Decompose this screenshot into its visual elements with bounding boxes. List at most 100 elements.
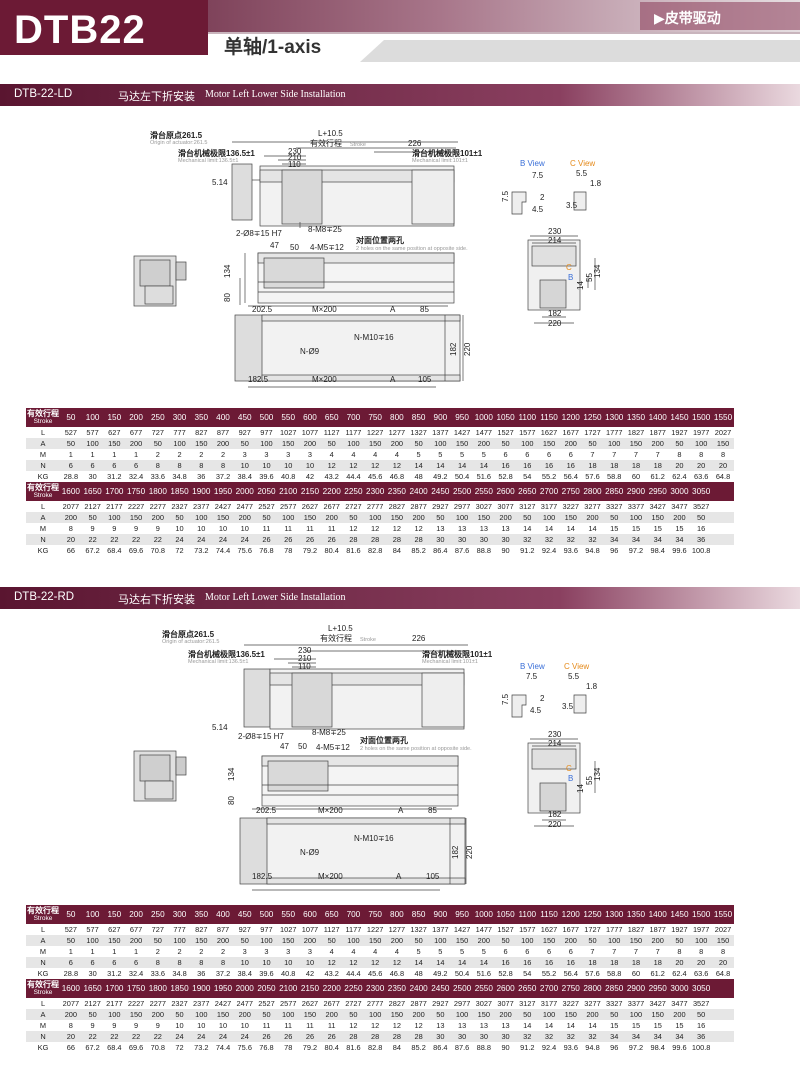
row-label: N <box>26 957 60 968</box>
table-cell: 4 <box>342 946 365 957</box>
row-label: L <box>26 998 60 1009</box>
nm10-spec: N-M10∓16 <box>354 333 394 342</box>
table-cell: 7 <box>646 946 669 957</box>
table-cell: 6 <box>81 957 104 968</box>
table-cell: 22 <box>146 1031 169 1042</box>
table-cell: 48 <box>407 471 430 482</box>
table-cell: 12 <box>320 957 343 968</box>
table-cell: 13 <box>494 523 517 534</box>
table-cell: 100 <box>603 935 626 946</box>
dim-220: 220 <box>465 845 474 859</box>
table-cell: 6 <box>494 449 517 460</box>
stroke-value: 200 <box>125 905 147 924</box>
row-label: M <box>26 449 60 460</box>
table-cell: 18 <box>603 460 626 471</box>
dim-47: 47 <box>270 241 279 250</box>
stroke-value: 350 <box>190 408 213 427</box>
table-cell: 8 <box>212 957 234 968</box>
table-cell: 100 <box>81 935 104 946</box>
table-cell: 30 <box>429 1031 452 1042</box>
table-cell: 1277 <box>386 427 408 438</box>
table-cell: 50 <box>255 512 278 523</box>
section-title-en: Motor Left Lower Side Installation <box>205 592 346 603</box>
stroke-value: 450 <box>233 905 256 924</box>
table-cell: 8 <box>190 957 213 968</box>
table-cell: 32 <box>581 1031 604 1042</box>
table-cell: 50 <box>690 512 713 523</box>
technical-drawing-rd: 滑台原点261.5 Origin of actuator:261.5 L+10.… <box>133 624 602 891</box>
table-cell: 13 <box>429 523 452 534</box>
table-cell: 3 <box>233 946 256 957</box>
row-label: M <box>26 1020 60 1031</box>
table-cell: 2327 <box>168 998 191 1009</box>
table-cell: 200 <box>146 512 169 523</box>
stroke-value: 2750 <box>559 979 582 998</box>
table-cell: 1477 <box>472 427 495 438</box>
table-cell: 5 <box>407 946 430 957</box>
stroke-value: 1050 <box>494 905 517 924</box>
table-cell: 1827 <box>625 924 647 935</box>
stroke-value: 250 <box>146 408 169 427</box>
table-cell: 92.4 <box>538 545 560 556</box>
table-cell: 50 <box>168 1009 191 1020</box>
table-cell: 1277 <box>386 924 408 935</box>
table-cell: 150 <box>125 512 147 523</box>
origin-en: Origin of actuator:261.5 <box>150 140 207 146</box>
table-cell: 100 <box>255 935 278 946</box>
table-cell: 2477 <box>233 501 256 512</box>
table-cell: 70.8 <box>146 545 169 556</box>
table-cell: 24 <box>212 534 234 545</box>
dim-80: 80 <box>227 796 236 805</box>
table-cell: 98.4 <box>646 545 669 556</box>
stroke-value: 1900 <box>190 979 213 998</box>
stroke-value: 2150 <box>299 482 321 501</box>
table-cell: 6 <box>81 460 104 471</box>
stroke-value: 1750 <box>125 979 147 998</box>
table-cell: 9 <box>146 523 169 534</box>
table-cell: 100 <box>538 512 560 523</box>
table-cell: 90 <box>494 1042 517 1053</box>
table-cell: 6 <box>538 449 560 460</box>
table-cell: 14 <box>451 957 473 968</box>
table-cell: 2077 <box>60 998 82 1009</box>
table-cell: 2877 <box>407 501 430 512</box>
stroke-value: 950 <box>451 408 473 427</box>
row-label: A <box>26 935 60 946</box>
table-cell: 8 <box>690 449 713 460</box>
table-cell: 22 <box>146 534 169 545</box>
table-cell: 57.6 <box>581 471 604 482</box>
table-cell: 51.6 <box>472 968 495 979</box>
m8-spec: 8-M8∓25 <box>308 225 342 234</box>
table-cell: 44.4 <box>342 968 365 979</box>
table-cell: 26 <box>255 1031 278 1042</box>
table-cell: 46.8 <box>386 471 408 482</box>
table-cell: 28 <box>364 534 387 545</box>
m5-spec: 4-M5∓12 <box>310 243 344 252</box>
table-cell: 100 <box>103 512 126 523</box>
table-cell: 9 <box>125 1020 147 1031</box>
opposite-holes: 对面位置两孔 <box>360 735 408 745</box>
table-cell: 150 <box>559 1009 582 1020</box>
table-cell: 3277 <box>581 501 604 512</box>
table-cell <box>712 1042 734 1053</box>
stroke-value: 2950 <box>646 482 669 501</box>
table-cell: 200 <box>299 438 321 449</box>
table-cell: 93.6 <box>559 1042 582 1053</box>
stroke-value: 1100 <box>516 408 539 427</box>
section-title-cn: 马达左下折安装 <box>118 91 195 103</box>
stroke-value: 1650 <box>81 979 104 998</box>
stroke-value: 500 <box>255 905 278 924</box>
table-cell: 8 <box>212 460 234 471</box>
table-cell: 9 <box>103 523 126 534</box>
table-cell: 1627 <box>538 924 560 935</box>
table-cell: 91.2 <box>516 1042 539 1053</box>
table-cell: 627 <box>103 427 126 438</box>
dim-226: 226 <box>412 634 426 643</box>
table-cell: 3 <box>277 449 300 460</box>
table-cell: 1 <box>103 449 126 460</box>
table-cell: 24 <box>233 534 256 545</box>
table-cell: 26 <box>277 1031 300 1042</box>
table-cell: 57.6 <box>581 968 604 979</box>
